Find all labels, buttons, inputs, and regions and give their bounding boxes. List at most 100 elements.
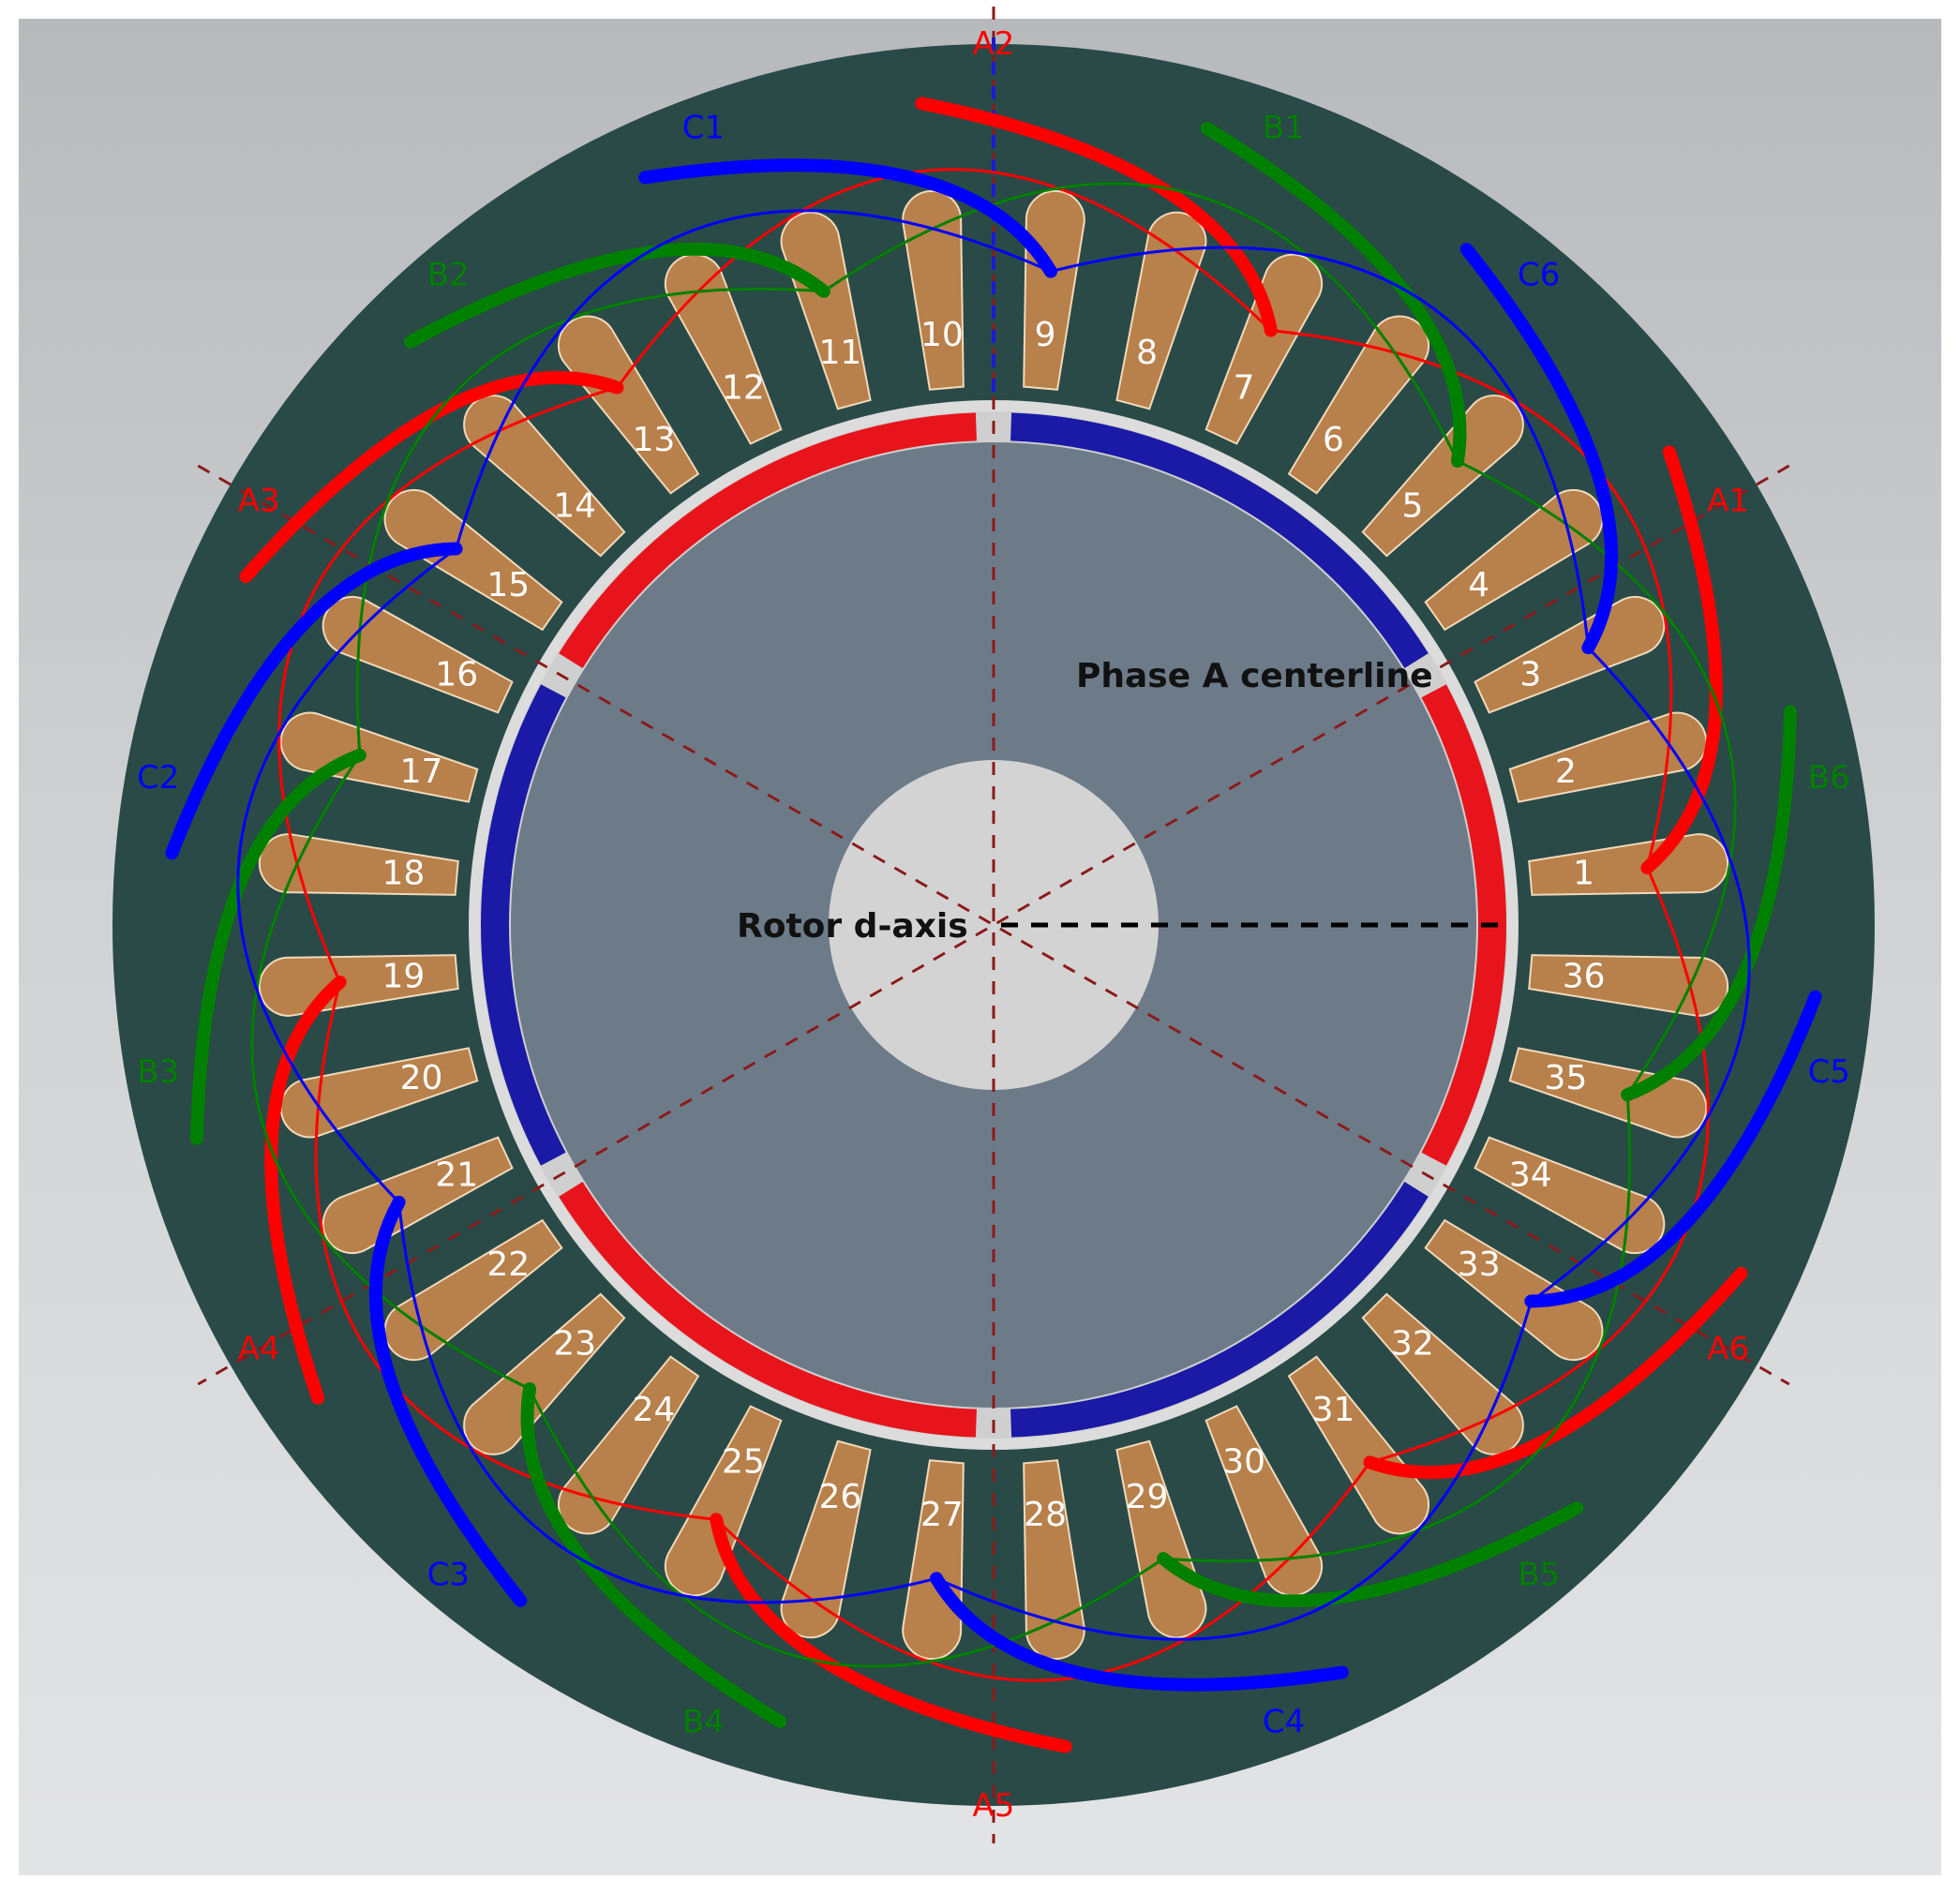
slot-number: 25 [722, 1442, 765, 1481]
slot-body [780, 211, 872, 410]
slot [902, 1459, 965, 1661]
slot-body [1023, 1459, 1085, 1661]
coil-end-thin [715, 1461, 1371, 1682]
coil-label-b1: B1 [1263, 110, 1305, 147]
coil-end-thick [189, 748, 367, 1145]
coil-end-thin [1530, 647, 1751, 1303]
coil-end-thin [1163, 1095, 1632, 1563]
slot-number: 30 [1222, 1442, 1265, 1481]
phase-a-centerline-label: Phase A centerline [1076, 657, 1433, 695]
slot-number: 17 [400, 753, 443, 791]
coil-end-thin [355, 287, 824, 755]
slot [1474, 595, 1666, 714]
slot [279, 711, 479, 803]
slot-number: 4 [1468, 566, 1489, 604]
slot-number: 19 [382, 958, 425, 996]
slot [463, 1292, 626, 1455]
coil-label-a4: A4 [238, 1331, 280, 1368]
slot-number: 2 [1555, 753, 1577, 791]
slot-body [1361, 395, 1524, 558]
coil-label-a1: A1 [1707, 483, 1749, 520]
coil-end-thick [368, 1195, 528, 1607]
coil-end-thick [638, 158, 1058, 278]
slot-body [463, 395, 626, 558]
coil-end-thin [616, 168, 1272, 389]
slot-body [557, 315, 700, 495]
magnet [559, 1181, 977, 1438]
slot-body [258, 833, 459, 896]
slot-body [1508, 1047, 1708, 1139]
slot [664, 1405, 783, 1597]
slot-number: 14 [553, 487, 596, 526]
slot [322, 595, 514, 714]
slot-number: 1 [1573, 854, 1594, 892]
slot [664, 253, 783, 445]
slot-body [664, 1405, 783, 1597]
slot-number: 13 [633, 421, 676, 459]
slot-number: 9 [1035, 316, 1056, 354]
slot [1528, 954, 1729, 1017]
coil-label-b4: B4 [682, 1703, 725, 1740]
slot-body [1204, 253, 1324, 445]
slot [1204, 253, 1324, 445]
slot [383, 488, 563, 632]
slot [258, 954, 459, 1017]
slot-number: 18 [382, 854, 425, 892]
slot-number: 24 [633, 1391, 676, 1429]
coil-end-thick [1524, 990, 1822, 1308]
coil-end-thin [935, 1301, 1533, 1641]
coil-end-thin [822, 182, 1459, 462]
shaft [829, 760, 1159, 1090]
slot-number: 15 [486, 566, 530, 604]
magnet [559, 412, 977, 669]
slot-body [780, 1439, 872, 1639]
slot [322, 1136, 514, 1255]
slot-number: 31 [1312, 1391, 1355, 1429]
coil-end-thick [915, 97, 1278, 337]
coil-label-c2: C2 [137, 759, 179, 797]
slot [557, 315, 700, 495]
coil-end-thick [1640, 445, 1723, 874]
coil-label-b2: B2 [427, 257, 470, 294]
slot-number: 34 [1509, 1156, 1552, 1195]
coil-label-c3: C3 [427, 1556, 470, 1593]
slot [557, 1355, 700, 1535]
coil-label-c6: C6 [1518, 257, 1560, 294]
slot [780, 1439, 872, 1639]
slot [1287, 1355, 1430, 1535]
slot-body [258, 954, 459, 1017]
slot-number: 29 [1126, 1478, 1169, 1516]
slot [1287, 315, 1430, 495]
coil-label-b5: B5 [1518, 1556, 1560, 1593]
coil-end-thin [314, 981, 717, 1521]
magnet [1010, 412, 1429, 669]
slot-number: 35 [1545, 1059, 1588, 1097]
slot-body [322, 595, 514, 714]
coil-end-thin [277, 386, 618, 983]
slot-body [383, 488, 563, 632]
slot [1528, 833, 1729, 896]
slot-number: 27 [920, 1496, 964, 1534]
coil-label-a6: A6 [1707, 1331, 1749, 1368]
coil-end-thin [236, 547, 457, 1203]
slot-number: 5 [1401, 487, 1423, 526]
slot [258, 833, 459, 896]
coil-end-thick [1621, 705, 1798, 1102]
slot-body [1528, 833, 1729, 896]
slot-number: 11 [819, 334, 862, 372]
slot-body [1287, 315, 1430, 495]
slot [1424, 488, 1604, 632]
coil-end-thick [239, 370, 624, 584]
coil-label-a5: A5 [973, 1787, 1015, 1825]
coil-end-thick [1200, 121, 1467, 469]
slot-body [1424, 1218, 1604, 1362]
slot-body [1287, 1355, 1430, 1535]
slot-body [1474, 595, 1666, 714]
coil-end-thick [520, 1381, 787, 1729]
slot-body [902, 1459, 965, 1661]
coil-end-thick [710, 1513, 1072, 1753]
slot [1115, 211, 1207, 410]
coil-label-a3: A3 [238, 483, 280, 520]
coil-label-c4: C4 [1263, 1703, 1305, 1740]
slot-number: 28 [1024, 1496, 1067, 1534]
